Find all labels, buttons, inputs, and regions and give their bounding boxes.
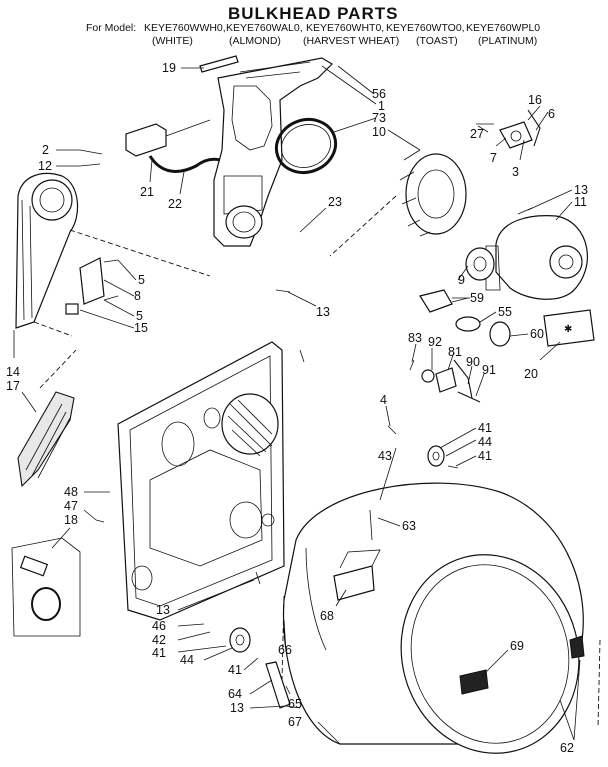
callout-73: 73 <box>372 111 386 125</box>
callout-12: 12 <box>38 159 52 173</box>
callout-13d: 13 <box>230 701 244 715</box>
front-bulkhead-plate <box>117 341 285 621</box>
callout-46: 46 <box>152 619 166 633</box>
callout-4: 4 <box>380 393 387 407</box>
callout-44b: 44 <box>180 653 194 667</box>
page-title: BULKHEAD PARTS <box>228 4 399 23</box>
callout-59: 59 <box>470 291 484 305</box>
callout-11: 11 <box>574 195 587 209</box>
idler-belt-assembly <box>15 172 211 337</box>
callout-63: 63 <box>402 519 416 533</box>
model-color-2: (ALMOND) <box>229 35 281 47</box>
drum <box>281 482 601 754</box>
callout-20: 20 <box>524 367 538 381</box>
top-brackets-16-6 <box>499 109 541 149</box>
roller-lower <box>229 627 291 709</box>
lint-duct-housing <box>213 57 333 247</box>
switch-assembly <box>421 359 481 403</box>
svg-text:✱: ✱ <box>564 324 572 335</box>
callout-67: 67 <box>288 715 302 729</box>
thermostat-59 <box>419 289 470 313</box>
callout-2: 2 <box>42 143 49 157</box>
callout-41d: 41 <box>228 663 242 677</box>
callout-41c: 41 <box>152 646 166 660</box>
callout-92: 92 <box>428 335 442 349</box>
clip-15 <box>65 303 79 315</box>
callout-8: 8 <box>134 289 141 303</box>
model-color-3: (HARVEST WHEAT) <box>303 35 400 47</box>
callout-27: 27 <box>470 127 484 141</box>
callout-68: 68 <box>320 609 334 623</box>
callout-19: 19 <box>162 61 176 75</box>
callout-41b: 41 <box>478 449 492 463</box>
small-bracket-8 <box>79 257 105 305</box>
callout-13a: 13 <box>574 183 588 197</box>
callout-91: 91 <box>482 363 496 377</box>
callout-9: 9 <box>458 273 465 287</box>
callout-5a: 5 <box>138 273 145 287</box>
callout-48: 48 <box>64 485 78 499</box>
callout-numbers: 19 56 1 73 10 16 6 27 7 3 2 12 21 22 23 … <box>6 61 588 755</box>
harness-assembly <box>125 119 221 173</box>
model-code-5: KEYE760WPL0 <box>466 22 541 34</box>
leader-lines <box>13 65 581 745</box>
callout-62: 62 <box>560 741 574 755</box>
callout-41a: 41 <box>478 421 492 435</box>
callout-44a: 44 <box>478 435 492 449</box>
plate-20: ✱ <box>543 309 595 347</box>
callout-43: 43 <box>378 449 392 463</box>
callout-22: 22 <box>168 197 182 211</box>
model-code-2: KEYE760WAL0, <box>226 22 303 34</box>
callout-56: 56 <box>372 87 386 101</box>
callout-1: 1 <box>378 99 385 113</box>
callout-6: 6 <box>548 107 555 121</box>
callout-21: 21 <box>140 185 154 199</box>
callout-15: 15 <box>134 321 148 335</box>
heater-element <box>17 349 77 488</box>
callout-55: 55 <box>498 305 512 319</box>
callout-5b: 5 <box>136 309 143 323</box>
model-color-4: (TOAST) <box>416 35 458 47</box>
lint-screen-handle <box>199 55 239 73</box>
model-code-4: KEYE760WTO0, <box>386 22 465 34</box>
callout-17: 17 <box>6 379 20 393</box>
for-model-label: For Model: <box>86 22 137 34</box>
blower-housing <box>485 215 588 300</box>
motor-coupling-9 <box>465 247 495 281</box>
callout-16: 16 <box>528 93 542 107</box>
roller-upper <box>427 445 445 467</box>
callout-60: 60 <box>530 327 544 341</box>
callout-18: 18 <box>64 513 78 527</box>
cover-60 <box>489 321 511 347</box>
cord-kit-box <box>11 537 81 637</box>
callout-90: 90 <box>466 355 480 369</box>
callout-10: 10 <box>372 125 386 139</box>
sensor-55 <box>455 316 481 332</box>
callout-83: 83 <box>408 331 422 345</box>
seal-ring-73 <box>274 118 338 174</box>
screws <box>79 123 533 709</box>
callout-14: 14 <box>6 365 20 379</box>
callout-23: 23 <box>328 195 342 209</box>
model-code-1: KEYE760WWH0, <box>144 22 226 34</box>
callout-42: 42 <box>152 633 166 647</box>
callout-64: 64 <box>228 687 242 701</box>
callout-3: 3 <box>512 165 519 179</box>
model-code-3: KEYE760WHT0, <box>306 22 385 34</box>
callout-13c: 13 <box>156 603 170 617</box>
callout-7: 7 <box>490 151 497 165</box>
callout-13b: 13 <box>316 305 330 319</box>
callout-47: 47 <box>64 499 78 513</box>
callout-69: 69 <box>510 639 524 653</box>
model-color-1: (WHITE) <box>152 35 193 47</box>
callout-65: 65 <box>288 697 302 711</box>
blower-wheel <box>329 149 467 257</box>
callout-81: 81 <box>448 345 462 359</box>
callout-66: 66 <box>278 643 292 657</box>
model-color-5: (PLATINUM) <box>478 35 538 47</box>
